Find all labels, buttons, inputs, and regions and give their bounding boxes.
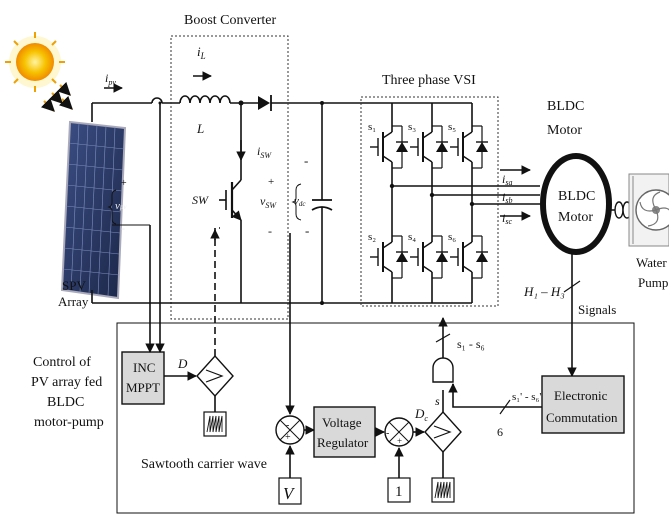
motor-title-1: BLDC <box>547 99 584 114</box>
vdc-minus-2: - <box>305 223 309 238</box>
control-label-1: Control of <box>33 355 91 370</box>
vsi-switch-label: s₃ <box>408 121 416 133</box>
vsi-switch-label: s₆ <box>448 231 456 243</box>
inductor-label: L <box>196 121 204 136</box>
s-label: s <box>435 394 440 408</box>
vsi-switch-label: s₁ <box>368 121 376 133</box>
control-label-3: BLDC <box>47 395 84 410</box>
summer-plus: + <box>285 432 291 443</box>
control-label-2: PV array fed <box>31 375 102 390</box>
voltage-regulator-block <box>313 406 376 458</box>
comparator-icon <box>424 410 462 454</box>
bus-slash <box>435 333 451 343</box>
six-label: 6 <box>497 425 503 439</box>
s1s6-label: s₁ - s₆ <box>457 337 485 351</box>
hall-label: H₁ – H₃ <box>523 284 565 299</box>
vref-box <box>278 477 302 505</box>
current-sensor-loop <box>151 97 163 104</box>
spv-label-2: Array <box>58 294 89 309</box>
water-pump-icon <box>628 173 669 247</box>
dc-label: Dc <box>414 406 428 423</box>
vsi-switch-label: s₄ <box>408 231 416 243</box>
vsi-switch-icon <box>450 228 488 286</box>
vref-label: V <box>283 484 296 503</box>
solar-panel-icon <box>60 120 127 300</box>
vsi-switch-icon <box>450 118 488 176</box>
sun-icon <box>5 32 73 112</box>
and-gate-icon <box>432 357 454 383</box>
motor-title-2: Motor <box>547 123 582 138</box>
vsi-box <box>360 96 499 307</box>
vsi-switch-icon <box>370 118 408 176</box>
isa-label: isa <box>502 172 512 187</box>
vsi-top-bus <box>391 103 473 118</box>
vsw-label: vSW <box>260 194 277 210</box>
vpv-label: vpv <box>115 200 127 212</box>
summer-minus: - <box>286 420 289 431</box>
sawtooth-label: Sawtooth carrier wave <box>141 457 267 472</box>
isw-label: iSW <box>257 144 272 160</box>
vsi-switch-icon <box>370 228 408 286</box>
ec-label-1: Electronic <box>554 388 608 403</box>
vsi-switch-icon <box>410 228 448 286</box>
vpv-brace <box>107 189 117 225</box>
mult-plus: + <box>397 436 402 446</box>
vsi-switch-icon <box>410 118 448 176</box>
bldc-motor <box>540 153 612 255</box>
inductor-icon <box>179 95 231 104</box>
inc-mppt-block <box>121 351 165 405</box>
vsi-title: Three phase VSI <box>382 73 476 88</box>
voltage-regulator-label-1: Voltage <box>322 415 362 430</box>
ec-label-2: Commutation <box>546 410 618 425</box>
duty-label: D <box>177 356 188 371</box>
sawtooth-wave-icon <box>203 411 227 437</box>
bus-slash <box>563 280 581 293</box>
vsi-legs: s₁ s₃ s₅ s₂ s₄ s₆ <box>368 118 488 286</box>
vsi-switch-label: s₅ <box>448 121 456 133</box>
boost-diode-icon <box>258 95 272 111</box>
vdc-label: vdc <box>294 195 306 208</box>
mult-minus: - <box>386 428 389 439</box>
motor-inner-2: Motor <box>558 210 593 225</box>
vdc-brace <box>291 183 302 221</box>
vpv-minus: - <box>121 221 125 235</box>
control-label-4: motor-pump <box>34 415 104 430</box>
vsw-plus: + <box>268 176 274 188</box>
vsw-minus: - <box>268 224 272 238</box>
spv-label-1: SPV <box>62 278 86 293</box>
pump-label-1: Water <box>636 255 667 270</box>
motor-inner-1: BLDC <box>558 189 595 204</box>
sawtooth-wave-icon <box>431 477 455 503</box>
one-box <box>387 477 411 503</box>
node <box>320 101 324 105</box>
boost-converter-title: Boost Converter <box>184 13 276 28</box>
vpv-plus: + <box>121 178 127 189</box>
bus-slash <box>499 399 511 415</box>
inc-mppt-label-1: INC <box>133 360 155 375</box>
boost-switch-icon <box>219 178 242 221</box>
s1s6-prime-label: s₁' - s₆' <box>512 391 541 403</box>
signals-label: Signals <box>578 302 616 317</box>
vdc-minus: - <box>304 153 308 168</box>
electronic-commutation-block <box>541 375 625 434</box>
vsi-bottom-bus <box>391 286 473 303</box>
isb-label: isb <box>502 190 512 205</box>
gate-signal-line <box>214 227 220 356</box>
il-label: iL <box>197 44 206 61</box>
vsi-switch-label: s₂ <box>368 231 376 243</box>
inc-mppt-label-2: MPPT <box>126 380 160 395</box>
dc-link-capacitor-icon <box>311 103 333 303</box>
one-label: 1 <box>395 484 403 500</box>
voltage-regulator-label-2: Regulator <box>317 435 369 450</box>
pump-label-2: Pump <box>638 275 668 290</box>
sw-label: SW <box>192 193 209 207</box>
control-frame <box>116 322 635 514</box>
ipv-label: ipv <box>105 71 116 87</box>
comparator-icon <box>196 354 234 398</box>
isc-label: isc <box>502 211 512 226</box>
